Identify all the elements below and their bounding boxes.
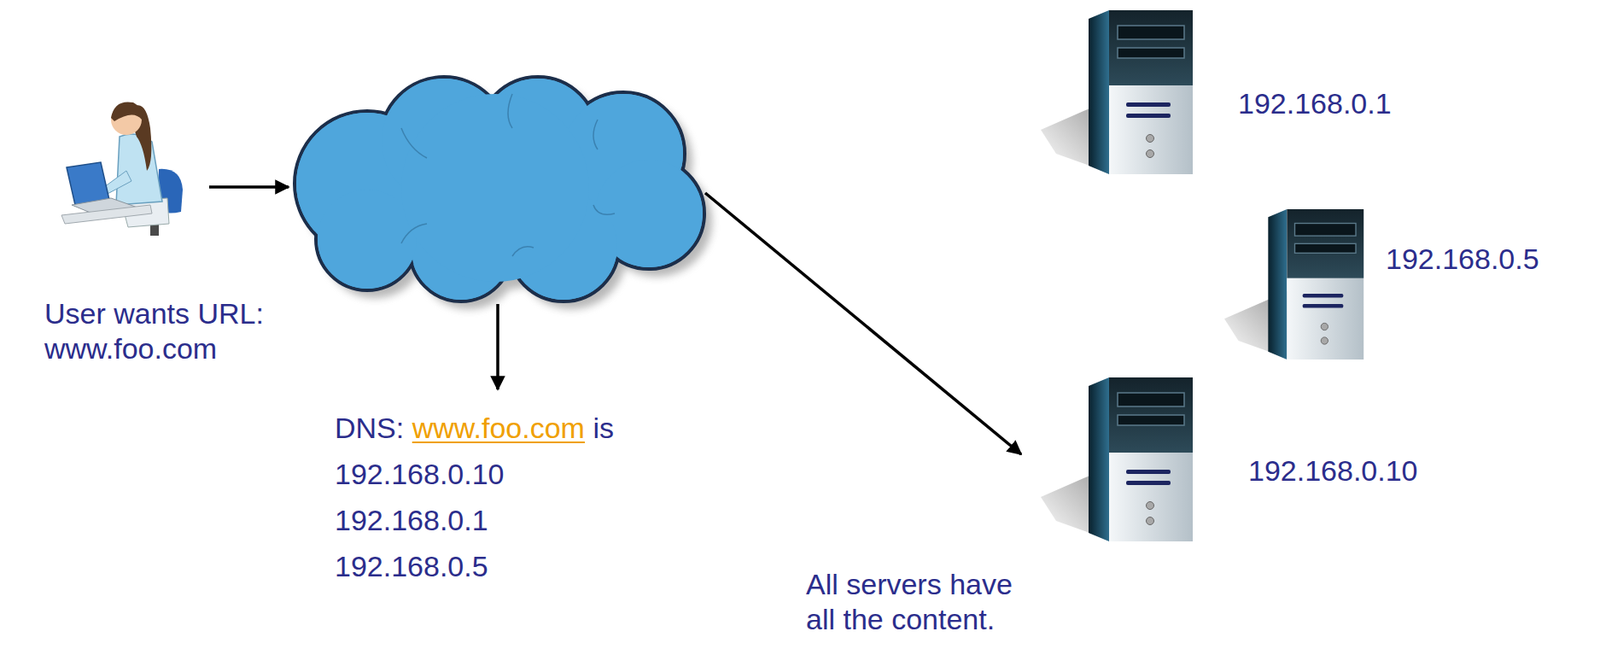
ip-address: 192.168.0.1 bbox=[334, 496, 505, 544]
dns-heading: DNS:www.foo.comis bbox=[334, 404, 614, 451]
network-cloud bbox=[294, 76, 713, 310]
dns-text: DNS: bbox=[334, 404, 404, 451]
dns-text: is bbox=[592, 404, 614, 451]
server-icon bbox=[1224, 209, 1364, 360]
user-node: User wants URL: www.foo.com bbox=[40, 292, 298, 370]
server-node: 192.168.0.1 bbox=[1234, 82, 1397, 125]
server-address: 192.168.0.5 bbox=[1385, 241, 1542, 277]
ip-address: 192.168.0.5 bbox=[334, 543, 505, 590]
server-icon bbox=[1040, 10, 1193, 175]
server-address: 192.168.0.1 bbox=[1237, 86, 1394, 122]
server-arrow bbox=[705, 192, 1022, 455]
laptop-screen bbox=[66, 162, 110, 205]
shirt bbox=[116, 134, 163, 205]
note: All servers have all the content. bbox=[805, 566, 1050, 637]
user-caption: User wants URL: www.foo.com bbox=[44, 296, 294, 367]
dns-hostname: www.foo.com bbox=[412, 404, 585, 451]
dns-answer: 192.168.0.10192.168.0.1192.168.0.5 bbox=[334, 450, 505, 590]
desk bbox=[61, 204, 152, 224]
request-arrow bbox=[209, 185, 289, 189]
server-icon bbox=[1040, 377, 1193, 542]
server-node: 192.168.0.10 bbox=[1244, 449, 1424, 492]
user-icon bbox=[61, 101, 183, 236]
server-address: 192.168.0.10 bbox=[1248, 453, 1420, 489]
hair bbox=[110, 101, 142, 122]
ip-address: 192.168.0.10 bbox=[334, 450, 505, 497]
dns-arrow bbox=[496, 303, 500, 390]
server-node: 192.168.0.5 bbox=[1382, 238, 1545, 281]
